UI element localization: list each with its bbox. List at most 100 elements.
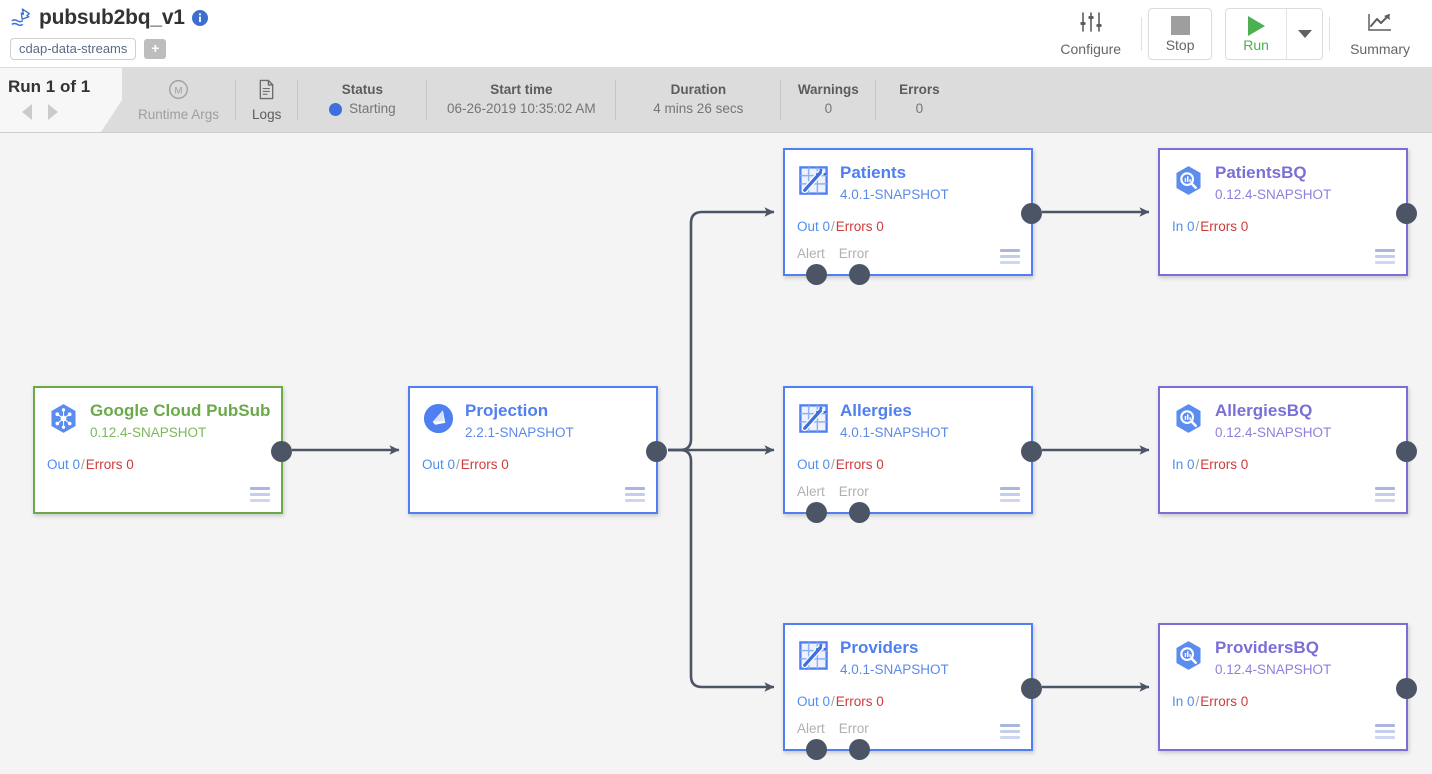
port-alert-allergies[interactable] [806,502,827,523]
node-metric-count: In 0 [1172,219,1195,234]
node-menu-icon[interactable] [1000,487,1020,502]
run-label: Run [1243,36,1269,53]
metric-separator: / [456,457,460,472]
caret-right-icon[interactable] [48,104,58,120]
run-selector-panel: Run 1 of 1 [0,68,122,132]
port-out-projection[interactable] [646,441,667,462]
node-error-count: Errors 0 [835,457,884,472]
duration-value: 4 mins 26 secs [653,101,744,116]
node-version: 0.12.4-SNAPSHOT [90,425,207,440]
run-button-group: Run [1225,8,1324,60]
node-version: 4.0.1-SNAPSHOT [840,425,949,440]
logs-label: Logs [252,106,282,122]
page-title: pubsub2bq_v1 [39,6,185,29]
node-title: PatientsBQ [1215,163,1307,182]
wrangler-grid-icon [797,402,830,435]
port-label-error: Error [838,484,869,499]
edge-projection-patients [668,207,775,452]
projection-circle-icon [422,402,455,435]
configure-button[interactable]: Configure [1046,7,1135,61]
info-icon[interactable] [191,10,208,26]
toolbar-divider [1141,17,1143,51]
node-title: Patients [840,163,907,182]
pipeline-icon [10,7,32,29]
port-out-providersbq[interactable] [1396,678,1417,699]
duration-cell: Duration 4 mins 26 secs [616,68,780,132]
port-out-patients[interactable] [1021,203,1042,224]
node-menu-icon[interactable] [1000,724,1020,739]
start-time-cell: Start time 06-26-2019 10:35:02 AM [427,68,615,132]
warnings-value: 0 [824,101,833,116]
node-metrics: In 0/Errors 0 [1172,219,1248,234]
node-title: Google Cloud PubSub [90,401,271,420]
port-label-error: Error [838,721,869,736]
port-out-patientsbq[interactable] [1396,203,1417,224]
logs-button[interactable]: Logs [236,68,297,132]
port-error-providers[interactable] [849,739,870,760]
node-version: 4.0.1-SNAPSHOT [840,662,949,677]
node-menu-icon[interactable] [1375,487,1395,502]
node-error-count: Errors 0 [1200,457,1249,472]
port-error-patients[interactable] [849,264,870,285]
toolbar-actions: Configure Stop Run [1046,0,1424,68]
node-metric-count: In 0 [1172,457,1195,472]
stop-button[interactable]: Stop [1148,8,1213,60]
port-error-allergies[interactable] [849,502,870,523]
node-metric-count: In 0 [1172,694,1195,709]
tag-chip[interactable]: cdap-data-streams [10,38,137,60]
run-button[interactable]: Run [1226,9,1286,59]
status-cell: Status Starting [298,68,426,132]
port-alert-patients[interactable] [806,264,827,285]
metric-separator: / [1195,219,1200,234]
node-version: 0.12.4-SNAPSHOT [1215,425,1332,440]
node-error-count: Errors 0 [85,457,134,472]
port-out-allergiesbq[interactable] [1396,441,1417,462]
node-metrics: Out 0/Errors 0 [797,457,884,472]
port-out-providers[interactable] [1021,678,1042,699]
port-out-allergies[interactable] [1021,441,1042,462]
node-menu-icon[interactable] [1375,724,1395,739]
summary-button[interactable]: Summary [1336,7,1424,61]
node-version: 0.12.4-SNAPSHOT [1215,662,1332,677]
sliders-icon [1078,11,1104,38]
caret-left-icon[interactable] [22,104,32,120]
node-title: Allergies [840,401,912,420]
port-alert-providers[interactable] [806,739,827,760]
pipeline-node-pubsub[interactable]: Google Cloud PubSub 0.12.4-SNAPSHOT Out 0/… [33,386,292,514]
svg-text:M: M [175,85,183,96]
start-time-header: Start time [490,82,553,97]
node-error-count: Errors 0 [460,457,509,472]
node-menu-icon[interactable] [250,487,270,502]
start-time-value: 06-26-2019 10:35:02 AM [447,101,596,116]
metric-separator: / [831,694,835,709]
status-value: Starting [349,101,396,116]
errors-value: 0 [915,101,924,116]
run-stats: M Runtime Args [122,68,962,132]
toolbar-divider [1329,17,1331,51]
run-options-button[interactable] [1286,9,1322,59]
trend-chart-icon [1367,11,1393,38]
node-metric-count: Out 0 [422,457,456,472]
node-menu-icon[interactable] [1000,249,1020,264]
node-menu-icon[interactable] [625,487,645,502]
add-tag-button[interactable]: + [144,39,167,59]
node-error-count: Errors 0 [835,219,884,234]
port-out-pubsub[interactable] [271,441,292,462]
status-divider [875,80,877,120]
status-divider [780,80,782,120]
google-pubsub-hexagon-icon [47,402,80,435]
metric-separator: / [81,457,85,472]
node-menu-icon[interactable] [1375,249,1395,264]
warnings-header: Warnings [797,82,859,97]
runtime-args-button[interactable]: M Runtime Args [122,68,235,132]
node-metric-count: Out 0 [47,457,81,472]
runtime-args-label: Runtime Args [138,106,220,122]
